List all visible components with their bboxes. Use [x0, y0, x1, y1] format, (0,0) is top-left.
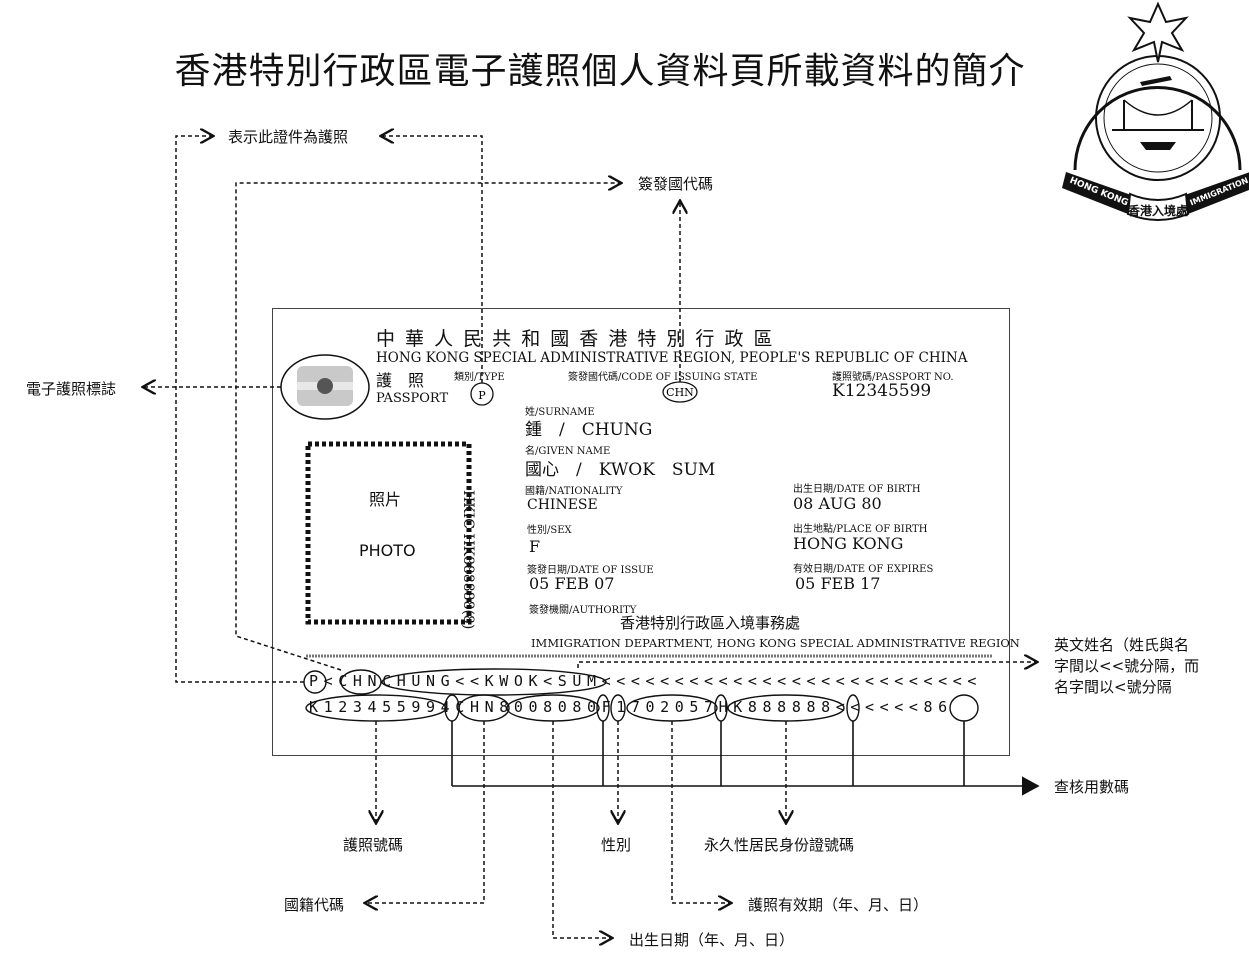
- passport-number-value: K12345599: [832, 381, 932, 401]
- mrz-line-2: K123455994CHN8008080F1702057HK888888<<<<…: [309, 698, 953, 716]
- passport-header-en: HONG KONG SPECIAL ADMINISTRATIVE REGION,…: [376, 350, 968, 366]
- given-name-value: 國心 / KWOK SUM: [525, 460, 716, 480]
- type-value: P: [478, 389, 486, 402]
- passport-data-page: [272, 308, 1010, 756]
- callout-passport-number: 護照號碼: [343, 836, 404, 854]
- mrz-line-2-highlights: [305, 694, 979, 722]
- authority-en: IMMIGRATION DEPARTMENT, HONG KONG SPECIA…: [531, 636, 1020, 650]
- callout-issuing-state-code: 簽發國代碼: [638, 175, 714, 193]
- e-passport-logo-icon: [280, 354, 370, 420]
- passport-doc-en: PASSPORT: [376, 391, 449, 406]
- issue-date-value: 05 FEB 07: [529, 574, 615, 593]
- code-value: CHN: [666, 386, 694, 399]
- expiry-label: 有效日期/DATE OF EXPIRES: [793, 564, 934, 575]
- photo-label-zh: 照片: [369, 490, 402, 509]
- sex-label: 性別/SEX: [527, 525, 572, 536]
- callout-nationality-code: 國籍代碼: [284, 896, 345, 914]
- authority-label: 簽發機關/AUTHORITY: [529, 605, 637, 616]
- nationality-value: CHINESE: [527, 497, 598, 513]
- callout-english-name-1: 英文姓名（姓氏與名: [1054, 636, 1190, 654]
- callout-birth-date: 出生日期（年、月、日）: [629, 931, 795, 949]
- sex-value: F: [529, 537, 541, 556]
- passport-header-zh: 中 華 人 民 共 和 國 香 港 特 別 行 政 區: [376, 328, 775, 350]
- pob-value: HONG KONG: [793, 534, 904, 553]
- expiry-value: 05 FEB 17: [795, 574, 881, 593]
- callout-check-digits: 查核用數碼: [1054, 778, 1130, 796]
- callout-english-name-2: 字間以<<號分隔，而: [1054, 657, 1200, 675]
- pob-label: 出生地點/PLACE OF BIRTH: [793, 524, 928, 535]
- mrz-line-1: P<CHNCHUNG<<KWOK<SUM<<<<<<<<<<<<<<<<<<<<…: [309, 672, 983, 690]
- passport-number-label: 護照號碼/PASSPORT NO.: [832, 372, 954, 383]
- callout-english-name-3: 名字間以<號分隔: [1054, 678, 1172, 696]
- photo-label-en: PHOTO: [359, 541, 416, 560]
- emblem-center-text: 香港入境處: [1127, 203, 1188, 218]
- immigration-emblem-icon: HONG KONG 香港入境處 IMMIGRATION: [1062, 1, 1249, 221]
- nationality-label: 國籍/NATIONALITY: [525, 486, 623, 497]
- callout-expiry-date: 護照有效期（年、月、日）: [748, 896, 929, 914]
- callout-permanent-id: 永久性居民身份證號碼: [704, 836, 855, 854]
- given-name-label: 名/GIVEN NAME: [525, 446, 611, 457]
- surname-label: 姓/SURNAME: [525, 407, 595, 418]
- code-label: 簽發國代碼/CODE OF ISSUING STATE: [568, 372, 758, 383]
- photo-frame: [305, 441, 472, 625]
- authority-zh: 香港特別行政區入境事務處: [620, 614, 801, 632]
- page-title: 香港特別行政區電子護照個人資料頁所載資料的簡介: [174, 51, 1026, 92]
- mrz-line-1-highlights: [303, 668, 607, 696]
- issue-date-label: 簽發日期/DATE OF ISSUE: [527, 565, 654, 576]
- type-label: 類別/TYPE: [454, 372, 505, 383]
- callout-document-type: 表示此證件為護照: [228, 128, 349, 146]
- dob-value: 08 AUG 80: [793, 494, 882, 513]
- surname-value: 鍾 / CHUNG: [525, 420, 653, 440]
- dob-label: 出生日期/DATE OF BIRTH: [793, 484, 921, 495]
- passport-doc-zh: 護 照: [376, 371, 425, 390]
- callout-sex: 性別: [601, 836, 632, 854]
- callout-e-passport-logo: 電子護照標誌: [26, 380, 117, 398]
